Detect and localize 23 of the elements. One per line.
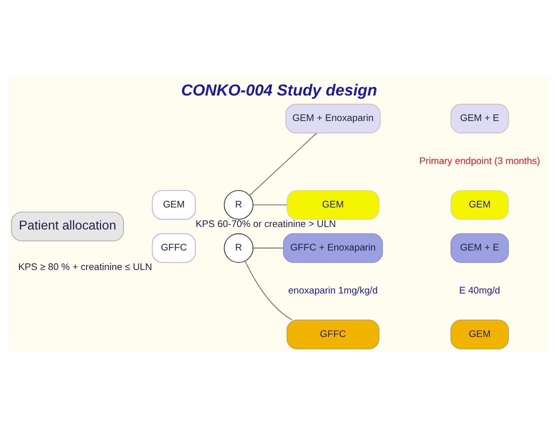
node-label: KPS ≥ 80 % + creatinine ≤ ULN [18,262,152,273]
node-box: GEM [450,190,509,220]
node-box: GFFC [152,232,196,262]
node-box: Patient allocation [11,211,124,241]
node-circle: R [224,232,254,262]
label: enoxaparin 1mg/kg/d [288,285,378,296]
connector [249,132,317,196]
node-circle: R [224,190,254,220]
node-box: GFFC [286,319,380,349]
node-box: GEM + E [450,103,509,133]
label: Primary endpoint (3 months) [419,156,540,167]
node-box: GEM [450,319,509,349]
label: E 40mg/d [459,285,500,296]
node-box: GFFC + Enoxaparin [283,232,383,262]
node-box: GEM + E [450,232,509,262]
node-box: GEM [286,190,380,220]
node-box: GEM [152,190,196,220]
connector [244,260,292,320]
diagram-title: CONKO-004 Study design [181,82,378,99]
connector [252,247,284,248]
node-label: KPS 60-70% or creatinine > ULN [196,218,336,230]
node-box: GEM + Enoxaparin [285,103,381,133]
connector [252,204,288,205]
